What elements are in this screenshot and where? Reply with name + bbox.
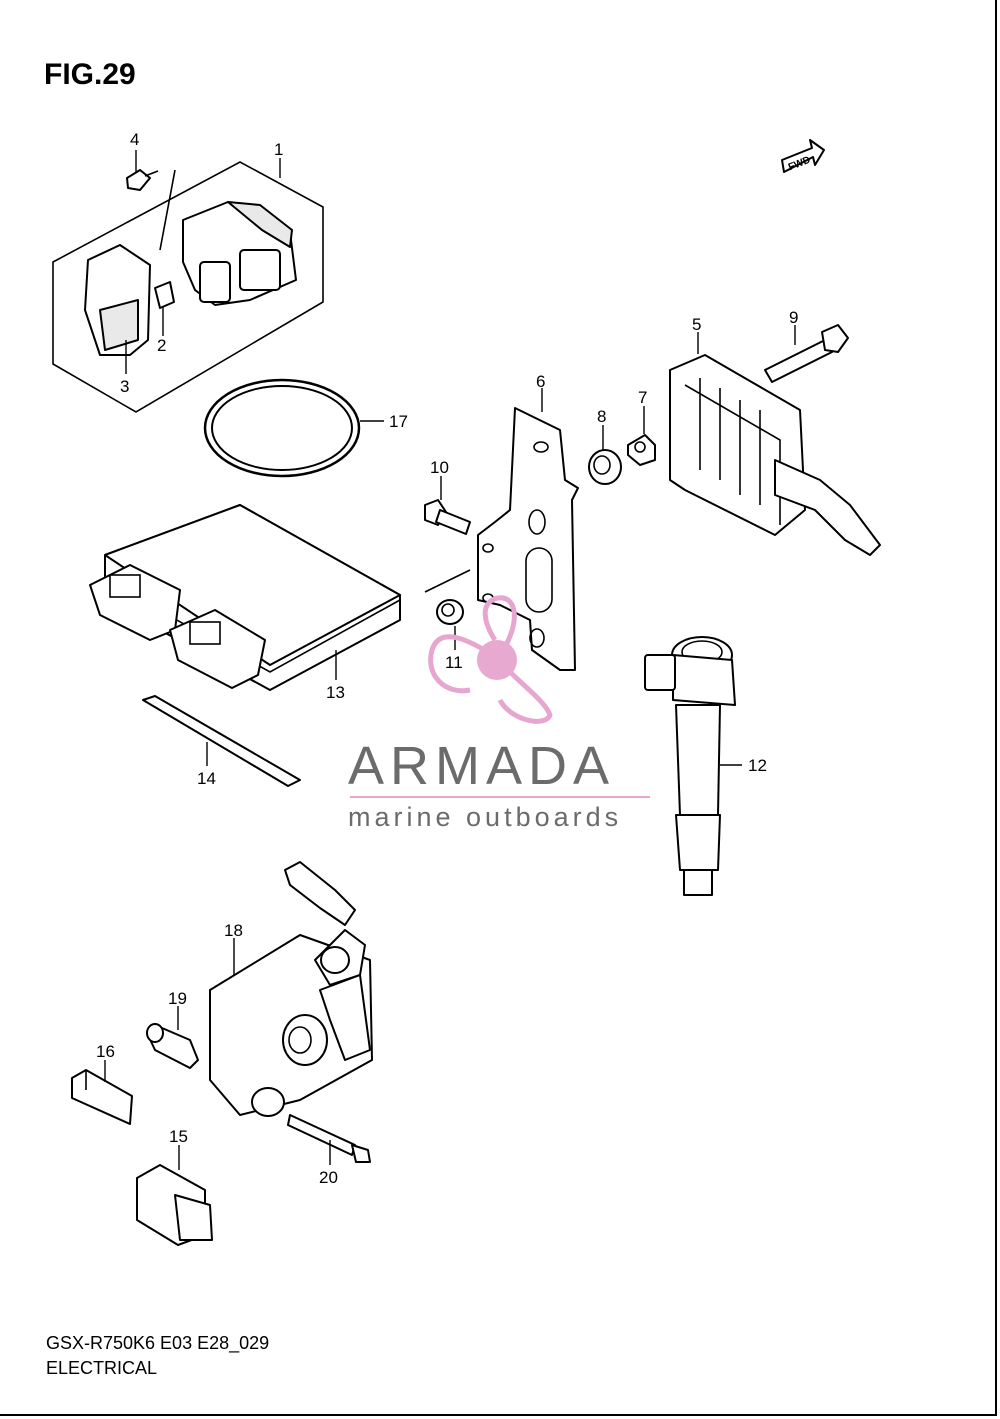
callout-15: 15	[169, 1127, 188, 1146]
part-8-grommet[interactable]	[588, 449, 622, 485]
part-10-bolt[interactable]	[424, 499, 471, 535]
part-5-regulator[interactable]	[669, 354, 881, 556]
callout-1: 1	[274, 140, 283, 159]
callout-13: 13	[326, 683, 345, 702]
part-16-block[interactable]	[71, 1069, 133, 1125]
callout-16: 16	[96, 1042, 115, 1061]
callout-6: 6	[536, 372, 545, 391]
part-15-connector[interactable]	[136, 1164, 213, 1246]
callout-11: 11	[445, 653, 463, 672]
callout-19: 19	[168, 989, 187, 1008]
callout-12: 12	[748, 756, 767, 775]
figure-title: FIG.29	[44, 58, 136, 91]
part-12-ignition-coil[interactable]	[644, 636, 736, 896]
part-3-cover[interactable]	[84, 244, 151, 356]
callout-3: 3	[120, 377, 129, 396]
watermark-propeller-logo	[428, 595, 553, 724]
callout-18: 18	[224, 921, 243, 940]
callout-10: 10	[430, 458, 449, 477]
part-7-collar[interactable]	[627, 434, 656, 466]
watermark-brand: ARMADA	[348, 736, 615, 796]
callout-9: 9	[789, 308, 798, 327]
fwd-direction-arrow: FWD	[781, 139, 825, 173]
part-17-o-ring[interactable]	[203, 378, 361, 478]
leader-lines	[104, 150, 796, 1170]
callout-20: 20	[319, 1168, 338, 1187]
part-13-ecu[interactable]	[89, 504, 401, 691]
figure-subtitle: ELECTRICAL	[46, 1358, 158, 1378]
part-11-collar[interactable]	[436, 599, 464, 625]
callout-17: 17	[389, 412, 408, 431]
callout-14: 14	[197, 769, 216, 788]
callout-numbers: 1 2 3 4 5 6 7 8 9 10 11 12 13 14 15 16 1…	[96, 130, 798, 1187]
part-1-relay-assembly[interactable]	[52, 161, 324, 413]
callout-4: 4	[130, 130, 139, 149]
callout-5: 5	[692, 315, 701, 334]
figure-code: GSX-R750K6 E03 E28_029	[46, 1333, 270, 1353]
part-9-bolt[interactable]	[764, 324, 849, 383]
part-2-fuse[interactable]	[154, 281, 175, 309]
watermark: ARMADA marine outboards	[348, 595, 650, 832]
part-6-bracket[interactable]	[424, 407, 579, 671]
part-19-collar[interactable]	[146, 1023, 199, 1069]
callout-2: 2	[157, 336, 166, 355]
part-18-sensor-assembly[interactable]	[209, 861, 373, 1117]
part-20-screw[interactable]	[287, 1114, 371, 1163]
part-14-tape[interactable]	[142, 695, 301, 787]
part-4-screw[interactable]	[126, 169, 159, 191]
callout-8: 8	[597, 407, 606, 426]
callout-7: 7	[638, 388, 647, 407]
watermark-tagline: marine outboards	[348, 802, 622, 832]
